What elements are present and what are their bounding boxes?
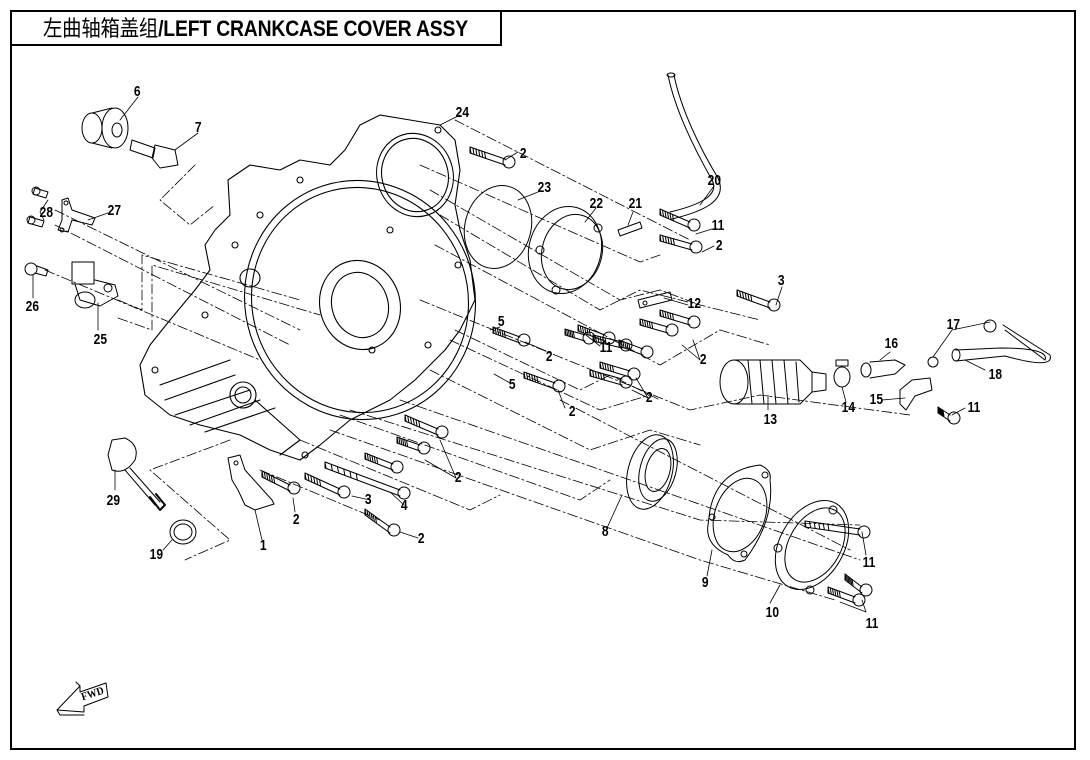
bolt-icon (396, 436, 431, 455)
part-13-filter (719, 359, 827, 405)
callout-20-breather-hose: 20 (707, 172, 722, 189)
bolt-icon (736, 289, 781, 312)
page-title: 左曲轴箱盖组/LEFT CRANKCASE COVER ASSY (42, 11, 467, 43)
callout-5-dowel-pin: 5 (508, 376, 516, 393)
bolt-icon (261, 470, 301, 495)
bolt-icon (304, 472, 351, 499)
bolt-icon (618, 339, 654, 359)
callout-12-clip: 12 (687, 295, 702, 312)
part-1-guard (227, 454, 275, 511)
bolt-icon (564, 328, 596, 345)
callout-17-hose-clamp: 17 (946, 316, 961, 333)
diagram-frame (10, 10, 1076, 750)
callout-2-flange-bolt: 2 (699, 351, 707, 368)
callout-4-flange-bolt: 4 (400, 497, 408, 514)
callout-21-pipe-joint: 21 (628, 195, 643, 212)
callout-25-sensor: 25 (93, 331, 108, 348)
part-7-bolt (129, 139, 179, 169)
bolt-icon (577, 324, 616, 345)
bolt-icon (659, 234, 703, 254)
part-18-hose (951, 324, 1051, 364)
callout-2-flange-bolt: 2 (454, 469, 462, 486)
part-8-oil-seal (626, 434, 678, 510)
bolt-icon (827, 586, 866, 607)
part-15-bracket (899, 377, 933, 411)
callout-22-cover: 22 (589, 195, 604, 212)
part-6-seal-plug (81, 107, 129, 149)
bolt-icon (659, 309, 701, 329)
callout-11-bolt: 11 (862, 554, 876, 571)
part-27-bracket (57, 197, 96, 233)
left-crankcase-cover-part (139, 114, 477, 461)
callout-2-flange-bolt: 2 (568, 403, 576, 420)
callout-24-left-crankcase-cover: 24 (455, 104, 470, 121)
part-21-pipe-joint (617, 221, 643, 237)
callout-2-flange-bolt: 2 (715, 237, 723, 254)
callout-14-hose-clamp: 14 (841, 399, 856, 416)
bolt-icon (639, 318, 679, 337)
title-separator: / (157, 16, 163, 41)
title-zh: 左曲轴箱盖组 (42, 16, 158, 41)
part-14-hose-clamp (833, 359, 851, 388)
leader-lines (32, 96, 991, 613)
callout-29-oil-dipstick: 29 (106, 492, 121, 509)
part-22-cover (527, 205, 604, 295)
callout-2-flange-bolt: 2 (645, 389, 653, 406)
part-19-o-ring (169, 519, 197, 545)
bolt-icon (324, 461, 411, 500)
callout-13-air-filter: 13 (763, 411, 778, 428)
bolt-icon (589, 369, 633, 389)
bolt-icon (844, 573, 873, 597)
callout-5-dowel-pin: 5 (497, 313, 505, 330)
part-25-sensor (71, 261, 119, 309)
part-26-bolt (24, 262, 49, 277)
callout-11-bolt: 11 (711, 217, 725, 234)
callout-3-flange-bolt: 3 (364, 491, 372, 508)
callout-16-pipe-joint: 16 (884, 335, 899, 352)
fwd-arrow-icon (56, 681, 109, 716)
callout-2-flange-bolt: 2 (519, 145, 527, 162)
bolt-icon (469, 146, 516, 169)
callout-26-bolt: 26 (25, 298, 40, 315)
bolt-icon (364, 508, 401, 537)
part-16-pipe-joint (860, 359, 906, 379)
bolt-icon (599, 361, 641, 381)
callout-15-bracket: 15 (869, 391, 884, 408)
assembly-lines (44, 119, 911, 601)
callout-28-bolt: 28 (39, 204, 54, 221)
part-10-cover (773, 499, 850, 595)
callout-10-cover: 10 (765, 604, 780, 621)
callout-11-bolt: 11 (599, 339, 613, 356)
callout-7-bolt: 7 (194, 119, 202, 136)
callout-2-flange-bolt: 2 (417, 530, 425, 547)
callout-3-flange-bolt: 3 (777, 272, 785, 289)
callout-8-oil-seal: 8 (601, 523, 609, 540)
callout-6-seal-plug: 6 (133, 83, 141, 100)
callout-9-gasket: 9 (701, 574, 709, 591)
part-28-bolts (26, 186, 49, 228)
callout-18-hose: 18 (988, 366, 1003, 383)
title-box: 左曲轴箱盖组/LEFT CRANKCASE COVER ASSY (10, 10, 502, 46)
bolt-icon (404, 414, 449, 439)
callout-11-bolt: 11 (865, 615, 879, 632)
bolts (261, 146, 961, 607)
bolt-icon (364, 452, 404, 474)
bolt-icon (523, 371, 566, 393)
bolt-icon (659, 208, 701, 232)
part-23-o-ring (463, 185, 533, 269)
callout-19-o-ring: 19 (149, 546, 164, 563)
part-20-breather-hose (666, 72, 721, 220)
callout-2-flange-bolt: 2 (545, 348, 553, 365)
part-9-gasket (707, 464, 772, 563)
callout-23-o-ring: 23 (537, 179, 552, 196)
callout-2-flange-bolt: 2 (292, 511, 300, 528)
bolt-icon (804, 520, 871, 539)
callout-11-bolt: 11 (967, 399, 981, 416)
callout-1-guard: 1 (259, 537, 267, 554)
bolt-icon (492, 326, 531, 347)
callout-27-bracket: 27 (107, 202, 122, 219)
bolt-icon (937, 406, 961, 425)
title-en: LEFT CRANKCASE COVER ASSY (162, 16, 468, 41)
